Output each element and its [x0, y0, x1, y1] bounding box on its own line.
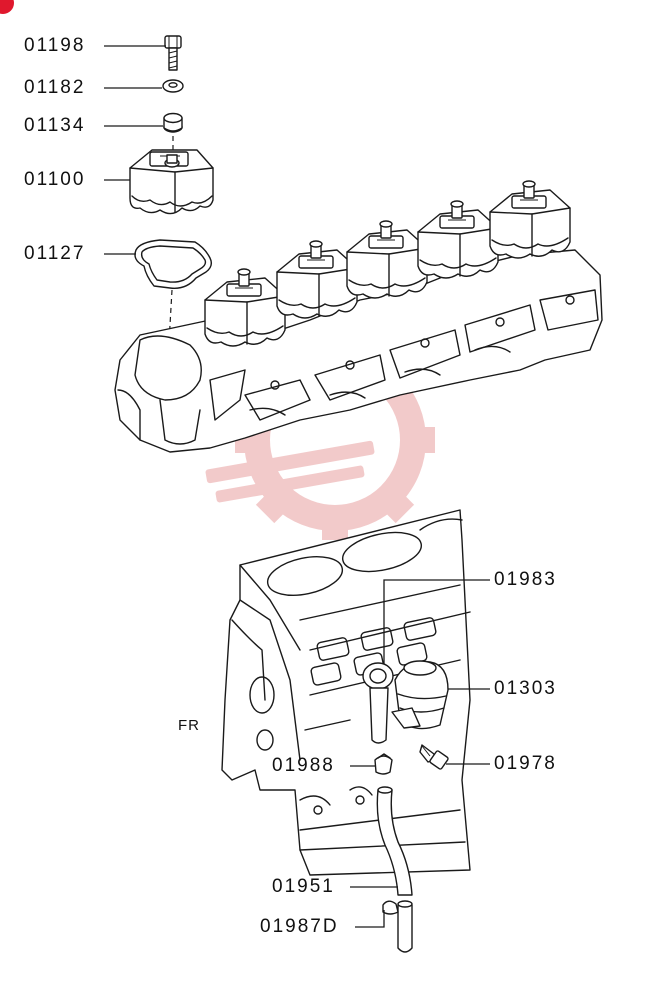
- label-fr-direction: FR: [178, 717, 200, 734]
- label-01182: 01182: [24, 77, 86, 98]
- clamp-01988: [374, 753, 393, 775]
- head-rocker-cover: [276, 240, 358, 319]
- leader-lines: [104, 45, 490, 928]
- label-01100: 01100: [24, 169, 86, 190]
- label-01987D: 01987D: [260, 916, 339, 937]
- head-rocker-cover: [489, 180, 571, 259]
- head-rocker-cover: [346, 220, 428, 299]
- label-01978: 01978: [494, 753, 557, 774]
- breather-01303: [391, 660, 449, 730]
- bolt-01198: [164, 35, 182, 71]
- label-01983: 01983: [494, 569, 557, 590]
- hose-01951: [376, 786, 413, 896]
- head-rocker-cover: [417, 200, 499, 279]
- seal-01134: [163, 112, 183, 133]
- head-rocker-cover: [204, 268, 286, 347]
- breather-elbow-01983: [362, 662, 394, 744]
- label-01988: 01988: [272, 755, 335, 776]
- washer-01182: [162, 79, 184, 93]
- label-01303: 01303: [494, 678, 557, 699]
- cylinder-head-assembly: [114, 249, 603, 453]
- label-01134: 01134: [24, 115, 86, 136]
- bolt-01978: [419, 744, 449, 770]
- clip-01987D: [382, 900, 413, 953]
- label-01951: 01951: [272, 876, 335, 897]
- gasket-01127: [134, 239, 213, 289]
- label-01127: 01127: [24, 243, 86, 264]
- corner-badge: [0, 0, 14, 14]
- label-01198: 01198: [24, 35, 86, 56]
- rocker-cover-01100: [129, 149, 214, 215]
